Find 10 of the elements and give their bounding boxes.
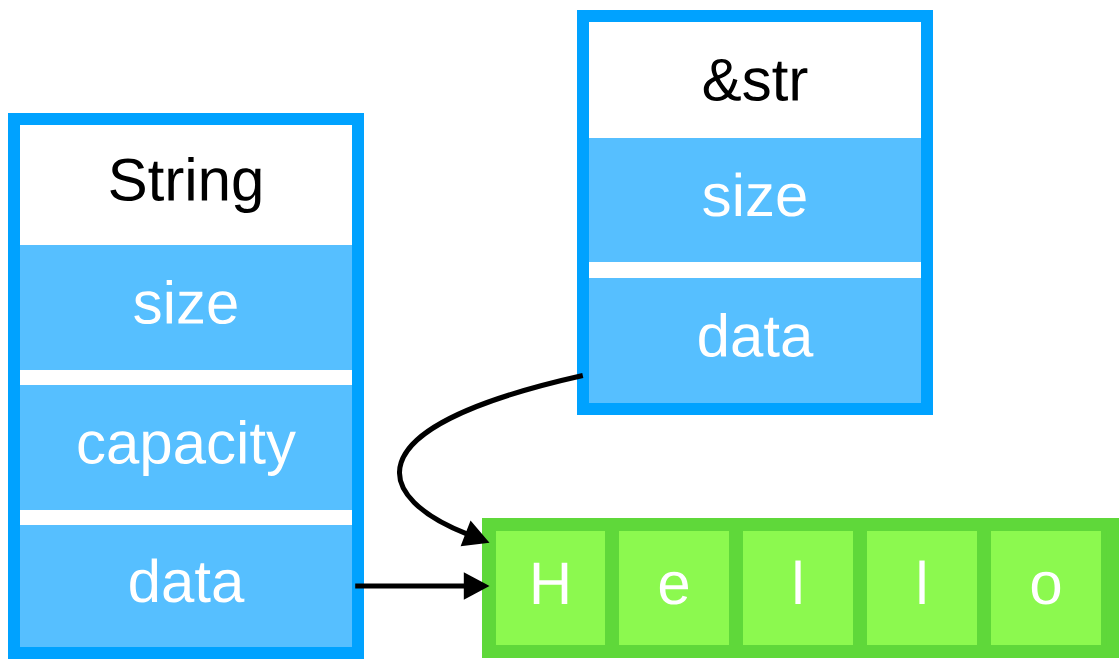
letter-cell: l bbox=[867, 531, 977, 645]
field-cell: data bbox=[589, 278, 921, 403]
field-cell: data bbox=[20, 525, 352, 647]
letter-cell: l bbox=[743, 531, 853, 645]
letter-cell: H bbox=[496, 531, 605, 645]
field-cell: capacity bbox=[20, 385, 352, 510]
letter-cell: o bbox=[991, 531, 1101, 645]
letter-cell: e bbox=[619, 531, 729, 645]
field-cell: size bbox=[589, 138, 921, 262]
field-cell: size bbox=[20, 245, 352, 370]
